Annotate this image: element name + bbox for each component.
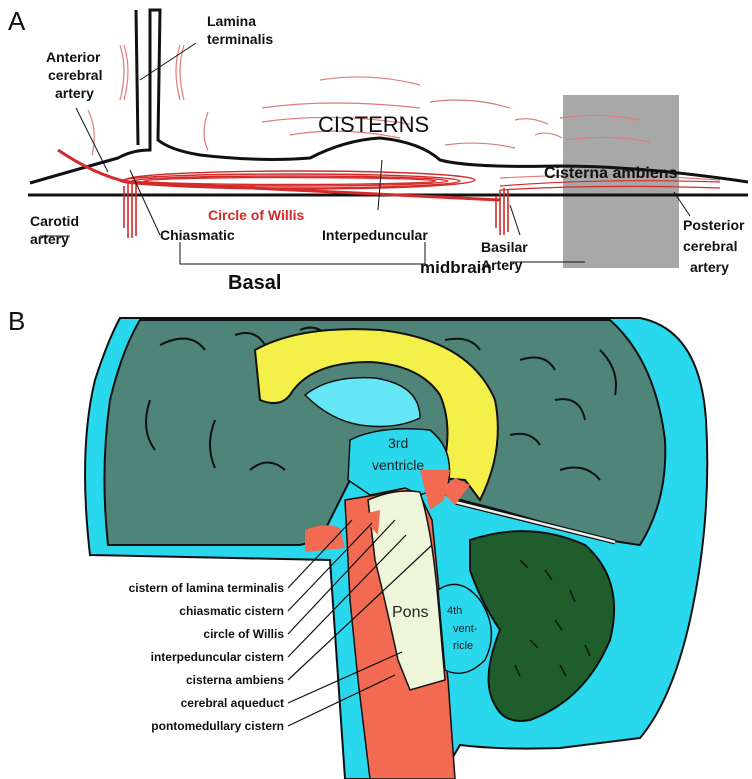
posterior-label-2: cerebral: [683, 238, 737, 254]
fourth-ventricle-label-1: 4th: [447, 605, 462, 617]
carotid-label-2: artery: [30, 231, 69, 247]
lamina-label-1: Lamina: [207, 13, 256, 29]
cisterna-ambiens-label: Cisterna ambiens: [544, 165, 677, 182]
lamina-label-2: terminalis: [207, 31, 273, 47]
circle-of-willis-label: Circle of Willis: [208, 207, 305, 223]
callout-cisterna-ambiens: cisterna ambiens: [186, 673, 284, 687]
basilar-label-1: Basilar: [481, 239, 528, 255]
carotid-stub: [124, 180, 136, 238]
panel-a-letter: A: [8, 6, 26, 36]
third-ventricle-label-2: ventricle: [372, 457, 424, 473]
fourth-ventricle-label-3: ricle: [453, 640, 473, 652]
callout-lamina-terminalis: cistern of lamina terminalis: [129, 581, 285, 595]
panel-b-letter: B: [8, 306, 25, 336]
fourth-ventricle-label-2: vent-: [453, 623, 478, 635]
callout-cerebral-aqueduct: cerebral aqueduct: [181, 696, 284, 710]
midbrain-label: midbrain: [420, 258, 492, 277]
callout-labels: cistern of lamina terminalis chiasmatic …: [129, 581, 285, 733]
basal-label: Basal: [228, 272, 281, 294]
anterior-label-2: cerebral: [48, 67, 102, 83]
callout-pontomedullary: pontomedullary cistern: [151, 719, 284, 733]
callout-interpeduncular: interpeduncular cistern: [151, 650, 284, 664]
carotid-label-1: Carotid: [30, 213, 79, 229]
anterior-label-3: artery: [55, 85, 94, 101]
panel-a: A: [8, 6, 748, 294]
callout-circle-of-willis: circle of Willis: [203, 627, 284, 641]
chiasmatic-label: Chiasmatic: [160, 227, 235, 243]
callout-chiasmatic: chiasmatic cistern: [179, 604, 284, 618]
cisterns-label: CISTERNS: [318, 112, 429, 137]
panel-b: B: [8, 306, 707, 779]
anterior-label-1: Anterior: [46, 49, 101, 65]
posterior-label-1: Posterior: [683, 217, 745, 233]
lamina-left-edge: [136, 10, 138, 145]
posterior-label-3: artery: [690, 259, 729, 275]
third-ventricle-label-1: 3rd: [388, 435, 408, 451]
interpeduncular-label: Interpeduncular: [322, 227, 428, 243]
pons-label: Pons: [392, 604, 428, 621]
circle-of-willis-loops: [120, 171, 475, 189]
